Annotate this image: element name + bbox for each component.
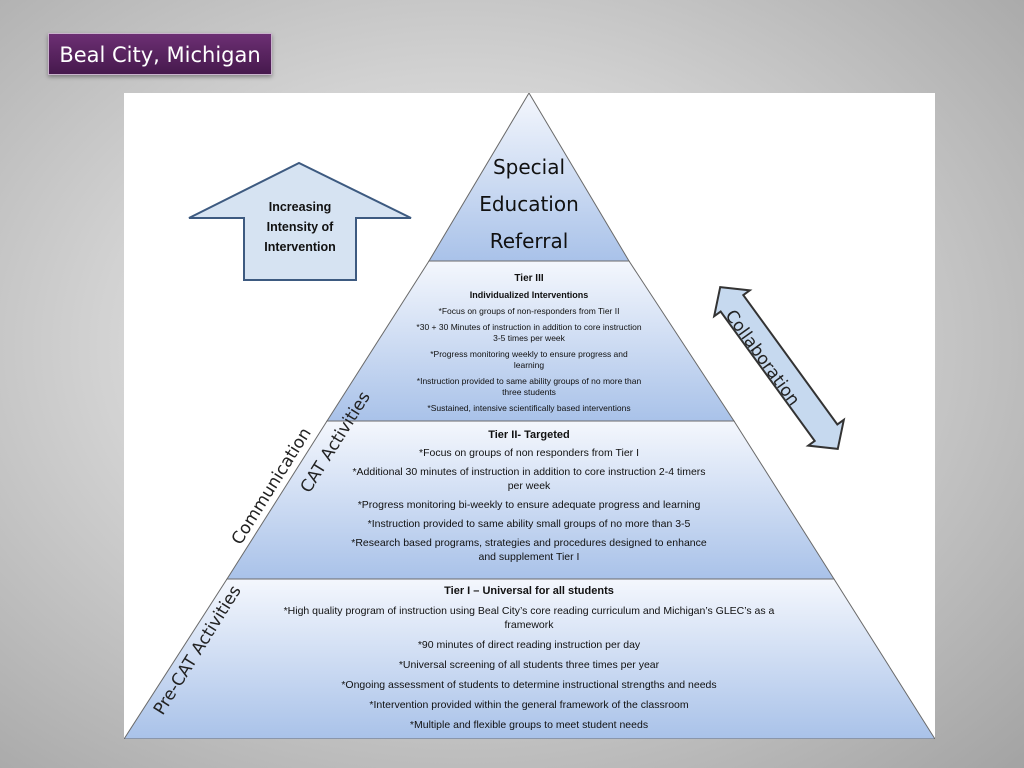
tier3-heading: Tier III <box>514 273 544 284</box>
tier3-text: Tier III Individualized Interventions *F… <box>414 273 644 414</box>
intensity-arrow-shape <box>188 161 412 281</box>
tier2-text: Tier II- Targeted *Focus on groups of no… <box>329 428 729 564</box>
tier2-item: *Progress monitoring bi-weekly to ensure… <box>357 499 701 511</box>
tier3-item: *Progress monitoring weekly to ensure pr… <box>430 349 628 370</box>
tier1-item: *Ongoing assessment of students to deter… <box>341 679 717 691</box>
apex-line-1: Special <box>492 155 566 179</box>
tier3-item: *30 + 30 Minutes of instruction in addit… <box>416 322 642 343</box>
slide-title: Beal City, Michigan <box>48 33 272 75</box>
tier1-heading: Tier I – Universal for all students <box>444 585 614 597</box>
apex-line-3: Referral <box>489 229 569 253</box>
tier3-item: *Focus on groups of non-responders from … <box>438 306 620 316</box>
tier1-item: *90 minutes of direct reading instructio… <box>417 639 641 651</box>
tier1-item: *Multiple and flexible groups to meet st… <box>409 719 649 731</box>
tier1-section <box>124 578 935 739</box>
pyramid-panel: Communication CAT Activities Pre-CAT Act… <box>124 93 935 739</box>
tier1-item: *Universal screening of all students thr… <box>398 659 660 671</box>
tier2-item: *Research based programs, strategies and… <box>351 537 707 563</box>
intensity-arrow-text: Increasing Intensity of Intervention <box>244 197 356 257</box>
tier2-heading: Tier II- Targeted <box>488 429 570 441</box>
tier3-item: *Sustained, intensive scientifically bas… <box>427 403 631 413</box>
tier1-item: *Intervention provided within the genera… <box>369 699 689 711</box>
apex-line-2: Education <box>479 192 579 216</box>
apex-text: Special Education Referral <box>464 149 594 260</box>
pyramid-diagram: Communication CAT Activities Pre-CAT Act… <box>124 93 935 739</box>
collaboration-arrow <box>712 286 846 450</box>
tier1-text: Tier I – Universal for all students *Hig… <box>264 584 794 732</box>
tier3-subheading: Individualized Interventions <box>469 290 589 300</box>
tier2-item: *Additional 30 minutes of instruction in… <box>352 466 706 492</box>
tier2-item: *Instruction provided to same ability sm… <box>367 518 691 530</box>
intensity-line-3: Intervention <box>264 240 336 254</box>
tier2-item: *Focus on groups of non responders from … <box>418 447 640 459</box>
intensity-line-2: Intensity of <box>266 220 334 234</box>
tier1-item: *High quality program of instruction usi… <box>283 605 775 631</box>
tier3-item: *Instruction provided to same ability gr… <box>416 376 642 397</box>
intensity-line-1: Increasing <box>268 200 332 214</box>
